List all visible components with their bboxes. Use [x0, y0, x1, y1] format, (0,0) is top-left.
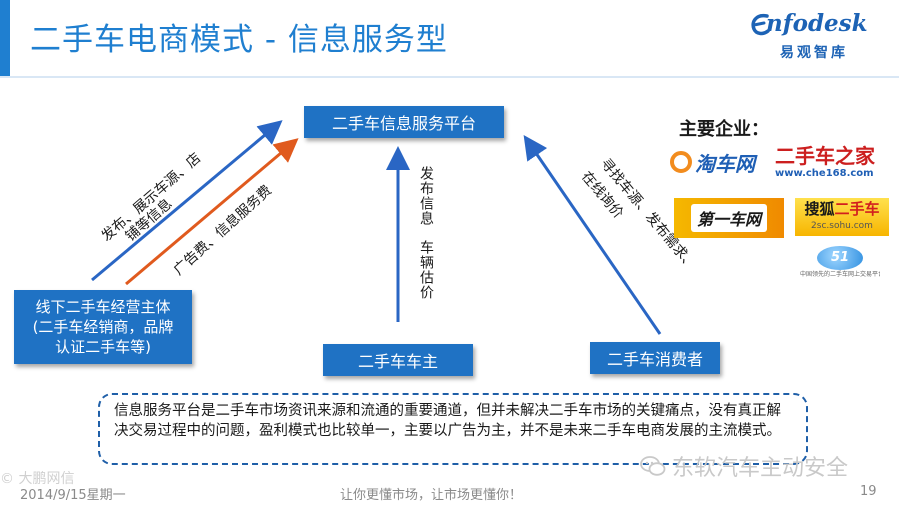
che51-sub: 中国领先的二手车网上交易平台 — [800, 271, 880, 278]
page-title: 二手车电商模式 - 信息服务型 — [30, 22, 448, 58]
taoche-logo: 淘车网 — [670, 145, 770, 179]
platform-box: 二手车信息服务平台 — [304, 106, 504, 138]
che168-logo: 二手车之家 www.che168.com — [775, 145, 890, 183]
dealer-box: 线下二手车经营主体 (二手车经销商，品牌 认证二手车等) — [14, 290, 192, 364]
che51-mark: 51 — [817, 246, 863, 270]
dealer-to-platform-arrow — [91, 120, 283, 282]
owner-publish-label: 发布信息 — [418, 166, 434, 226]
title-divider — [0, 76, 899, 78]
fee-to-platform-arrow — [125, 138, 299, 286]
dealer-line-3: 认证二手车等) — [55, 338, 151, 356]
taoche-name: 淘车网 — [695, 151, 755, 176]
wechat-icon — [640, 456, 666, 476]
first-car-name: 第一车网 — [690, 204, 767, 232]
sohu-car-name: 二手车 — [834, 200, 880, 218]
sohu-url: 2sc.sohu.com — [811, 221, 873, 231]
wechat-watermark: 东软汽车主动安全 — [640, 450, 848, 482]
che168-url: www.che168.com — [775, 168, 874, 179]
corner-watermark: © 大鹏网信 — [0, 471, 75, 487]
title-accent-bar — [0, 0, 10, 76]
brand-subtitle: 易观智库 — [780, 45, 848, 61]
footer-date: 2014/9/15星期一 — [20, 488, 126, 503]
owner-box: 二手车车主 — [323, 344, 473, 376]
dealer-line-2: (二手车经销商，品牌 — [32, 318, 174, 336]
owner-valuation-label: 车辆估价 — [418, 240, 434, 300]
enfodesk-swoosh-icon — [751, 13, 770, 36]
consumer-box: 二手车消费者 — [590, 342, 720, 374]
brand-name: nfodesk — [766, 10, 868, 37]
che168-name: 二手车之家 — [775, 145, 875, 168]
page-number: 19 — [860, 484, 877, 499]
enfodesk-logo: nfodesk 易观智库 — [750, 10, 890, 66]
summary-note: 信息服务平台是二手车市场资讯来源和流通的重要通道，但并未解决二手车市场的关键痛点… — [98, 393, 808, 465]
first-car-logo: 第一车网 — [674, 198, 784, 238]
che51-logo: 51 中国领先的二手车网上交易平台 — [800, 246, 880, 286]
taoche-ring-icon — [670, 151, 692, 173]
sohu-name: 搜狐 — [804, 200, 835, 218]
consumer-to-platform-arrow — [523, 135, 662, 335]
footer-slogan: 让你更懂市场，让市场更懂你！ — [340, 488, 523, 503]
companies-title: 主要企业： — [679, 119, 769, 140]
sohu-car-logo: 搜狐二手车 2sc.sohu.com — [795, 198, 889, 236]
dealer-line-1: 线下二手车经营主体 — [35, 298, 171, 316]
watermark-text: 东软汽车主动安全 — [672, 456, 849, 481]
